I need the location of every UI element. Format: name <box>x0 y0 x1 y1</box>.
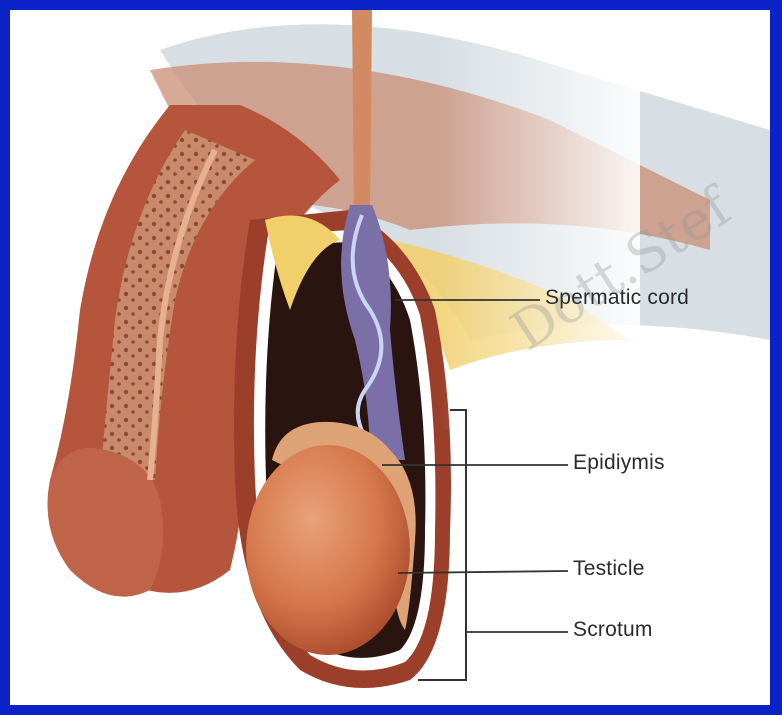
testicle-shape <box>246 445 410 655</box>
label-testicle: Testicle <box>573 557 645 581</box>
anatomy-illustration <box>10 10 770 705</box>
spermatic-cord-upper <box>352 10 372 210</box>
label-epididymis: Epidiymis <box>573 451 665 475</box>
label-spermatic-cord: Spermatic cord <box>545 286 689 310</box>
diagram-canvas: Dott.Stef Spermatic cord Epidiymis Testi… <box>10 10 770 705</box>
label-scrotum: Scrotum <box>573 618 653 642</box>
